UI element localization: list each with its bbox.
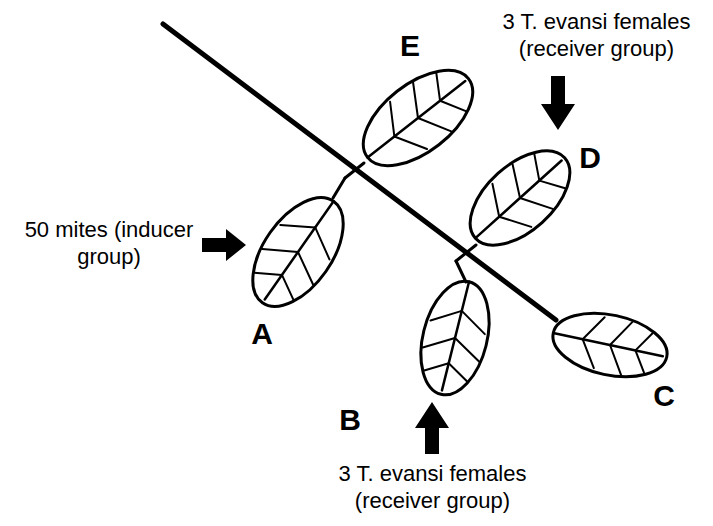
group-note: 50 mites (inducer group) — [18, 216, 200, 270]
stem — [163, 24, 556, 320]
group-note: 3 T. evansi females (receiver group) — [320, 460, 545, 514]
block-arrow — [202, 229, 246, 261]
block-arrow — [541, 76, 575, 130]
leaf — [453, 133, 586, 262]
leaf — [347, 52, 490, 184]
leaf-letter: D — [572, 142, 608, 174]
petiole — [456, 245, 476, 261]
leaf-letter: A — [244, 318, 280, 350]
leaf-letter: E — [392, 30, 428, 62]
block-arrow — [415, 402, 449, 454]
leaf — [547, 304, 673, 387]
petiole — [345, 163, 364, 178]
leaf — [410, 274, 500, 402]
group-note: 3 T. evansi females (receiver group) — [484, 8, 709, 62]
petiole — [456, 261, 466, 282]
leaf — [235, 182, 362, 323]
petiole — [333, 178, 345, 198]
leaf-letter: C — [646, 380, 682, 412]
leaf-letter: B — [332, 404, 368, 436]
